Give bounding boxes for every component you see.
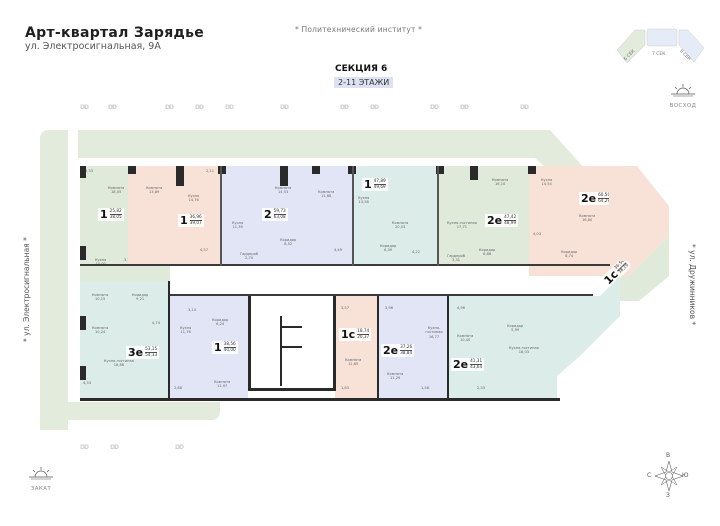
- compass-west: С: [647, 472, 652, 479]
- key-plan-shapes-icon: [616, 28, 705, 64]
- park-strip-left: [40, 130, 68, 430]
- compass-north: В: [666, 452, 671, 459]
- apartment-6-wing: [609, 166, 669, 301]
- sunset-label: ЗАКАТ: [30, 486, 52, 492]
- sunset-indicator: ЗАКАТ: [26, 466, 56, 494]
- stair-core: [248, 296, 335, 391]
- key-plan: 6 СЕК 7 СЕК 8 СЕК: [615, 25, 720, 70]
- sunset-icon: [29, 467, 53, 480]
- street-label-left: * ул. Электросигнальная *: [22, 237, 31, 343]
- sunrise-icon: [671, 84, 695, 97]
- project-address: ул. Электросигнальная, 9А: [25, 41, 161, 52]
- compass-star-icon: [655, 461, 683, 491]
- project-title: Арт-квартал Зарядье: [25, 25, 205, 41]
- compass-south: З: [666, 492, 670, 499]
- landmark-note: * Политехнический институт *: [295, 25, 423, 34]
- section-title: СЕКЦИЯ 6: [335, 64, 388, 74]
- compass-rose: В С Ю З: [647, 452, 691, 500]
- sunrise-indicator: ВОСХОД: [668, 83, 698, 111]
- sunrise-label: ВОСХОД: [669, 103, 697, 109]
- key-plan-section-7[interactable]: 7 СЕК: [652, 52, 666, 57]
- street-label-right: * ул. Дружинников *: [688, 244, 697, 326]
- park-strip-bottom: [40, 402, 220, 420]
- floors-badge: 2-11 ЭТАЖИ: [334, 77, 394, 88]
- apartment-12-wing: [557, 276, 620, 376]
- park-strip-top: [78, 130, 548, 158]
- compass-east: Ю: [682, 472, 689, 479]
